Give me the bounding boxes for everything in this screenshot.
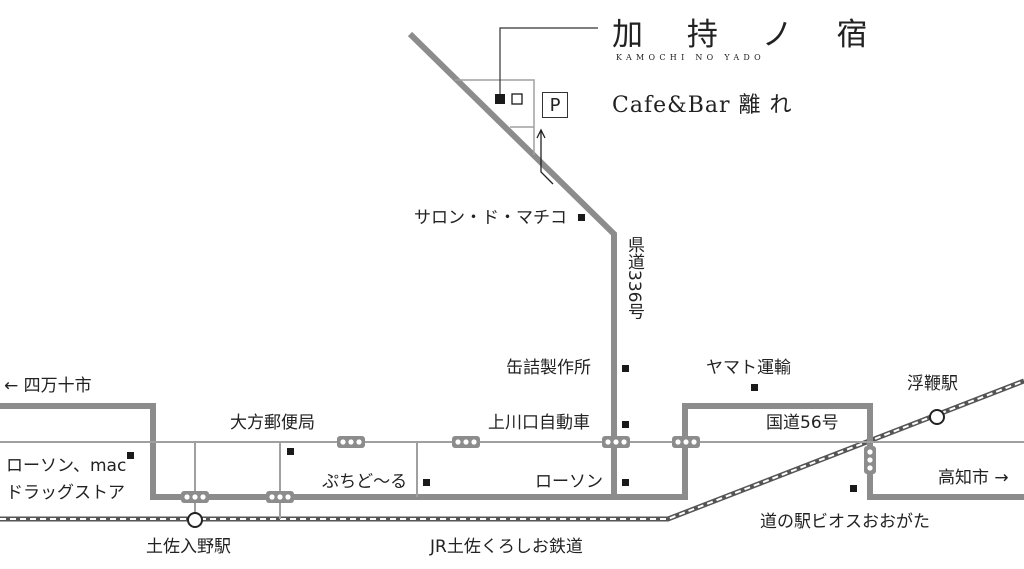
inn-marker — [495, 94, 505, 104]
lawson-mac-label: ローソン、mac ドラッグストア — [6, 453, 126, 507]
yamato-label: ヤマト運輸 — [706, 358, 791, 378]
cafe-marker — [511, 93, 523, 105]
traffic-signal-icon — [181, 491, 209, 503]
michinoeki-marker — [850, 485, 857, 492]
kamikawaguchi-marker — [622, 421, 629, 428]
traffic-signal-icon — [864, 446, 876, 474]
kanzume-marker — [622, 365, 629, 372]
local-streets — [0, 441, 1024, 519]
cafe-bar-name: Cafe&Bar 離 れ — [612, 93, 793, 118]
traffic-signal-icon — [266, 491, 294, 503]
brand-title: 加 持 ノ 宿 — [612, 17, 885, 53]
salon-marker — [578, 214, 585, 221]
traffic-signal-icon — [337, 436, 365, 448]
lawson-mac-line1: ローソン、mac — [6, 456, 127, 476]
lawson-marker — [622, 479, 629, 486]
post-office-marker — [287, 448, 294, 455]
puchidoru-marker — [423, 479, 430, 486]
traffic-signal-icon — [452, 436, 480, 448]
traffic-signals — [181, 436, 876, 503]
yamato-marker — [751, 384, 758, 391]
ukibuchi-station-label: 浮鞭駅 — [907, 374, 958, 394]
kochishi-direction: 高知市 → — [938, 468, 1009, 488]
parking-label: P — [549, 94, 561, 116]
main-road-national-56 — [0, 403, 1024, 500]
inn-property-outline — [455, 79, 535, 155]
ukibuchi-station-marker — [929, 409, 945, 425]
lawson-mac-line2: ドラッグストア — [6, 483, 125, 504]
shimantoshi-direction: ← 四万十市 — [4, 376, 92, 396]
jr-line-label: JR土佐くろしお鉄道 — [430, 537, 583, 557]
tosairino-station-label: 土佐入野駅 — [146, 537, 231, 557]
lawson-label: ローソン — [535, 472, 603, 492]
inn-leader-line — [499, 27, 598, 94]
michinoeki-label: 道の駅ビオスおおがた — [760, 512, 930, 532]
parking-sign: P — [542, 92, 568, 118]
traffic-signal-icon — [602, 436, 630, 448]
lawson-mac-marker — [127, 452, 134, 459]
puchidoru-label: ぷちど〜る — [322, 472, 408, 492]
parking-arrow — [540, 130, 554, 185]
route-56-label: 国道56号 — [766, 413, 839, 433]
tosairino-station-marker — [187, 512, 203, 528]
railway-line — [0, 378, 1024, 522]
traffic-signal-icon — [672, 436, 700, 448]
route-336-label: 県道336号 — [624, 236, 644, 320]
brand-subtitle: KAMOCHI NO YADO — [616, 53, 765, 62]
post-office-label: 大方郵便局 — [230, 413, 315, 433]
kanzume-label: 缶詰製作所 — [506, 358, 591, 378]
main-road-prefectural-336 — [407, 31, 617, 497]
salon-label: サロン・ド・マチコ — [414, 208, 567, 228]
kamikawaguchi-label: 上川口自動車 — [488, 413, 590, 433]
